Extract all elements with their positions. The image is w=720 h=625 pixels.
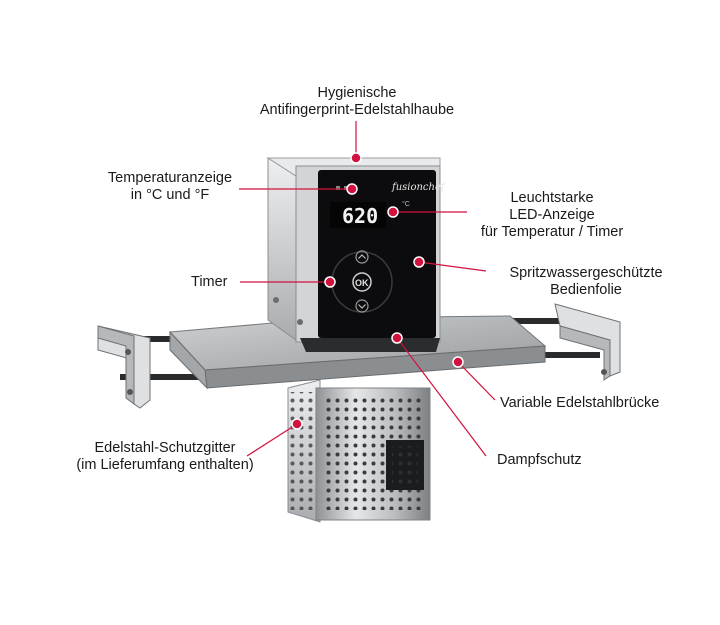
up-button[interactable] xyxy=(355,250,369,264)
dot-bedienfolie xyxy=(413,256,425,268)
leader-lines xyxy=(239,121,496,457)
label-schutzgitter: Edelstahl-Schutzgitter (im Lieferumfang … xyxy=(76,440,254,473)
ok-button[interactable] xyxy=(352,272,372,292)
label-bruecke: Variable Edelstahlbrücke xyxy=(500,395,660,411)
label-haube: Hygienische Antifingerprint-Edelstahlhau… xyxy=(259,85,455,118)
dot-bruecke xyxy=(452,356,464,368)
dot-schutzgitter xyxy=(291,418,303,430)
device-housing xyxy=(266,157,441,352)
brand-logo: fusionchef xyxy=(391,182,447,193)
dot-timer xyxy=(324,276,336,288)
label-dampfschutz: Dampfschutz xyxy=(497,452,582,468)
label-led: Leuchtstarke LED-Anzeige für Temperatur … xyxy=(480,190,624,240)
led-display-value: 620 xyxy=(342,204,378,228)
left-rail xyxy=(97,325,215,409)
label-bedienfolie: Spritzwassergeschützte Bedienfolie xyxy=(509,265,663,298)
callout-dots xyxy=(291,152,464,430)
down-button[interactable] xyxy=(355,299,369,313)
protective-grid xyxy=(287,379,431,523)
dot-temperaturanzeige xyxy=(346,183,358,195)
dot-led xyxy=(387,206,399,218)
dot-dampfschutz xyxy=(391,332,403,344)
led-display xyxy=(330,202,386,228)
label-temperaturanzeige: Temperaturanzeige in °C und °F xyxy=(107,170,233,203)
dot-haube xyxy=(350,152,362,164)
control-panel: fusionchef 620 °C OK xyxy=(324,182,447,313)
unit-label: °C xyxy=(402,200,410,208)
ok-button-label: OK xyxy=(355,278,369,288)
label-timer: Timer xyxy=(191,274,228,290)
right-rail xyxy=(505,303,621,381)
